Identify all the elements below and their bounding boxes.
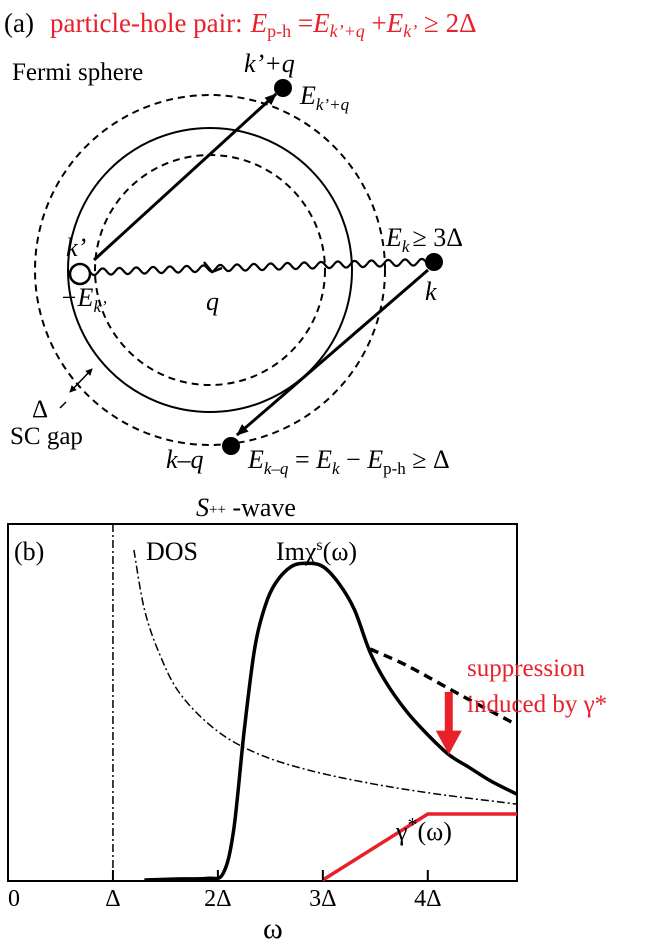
x-tick-label: 3Δ bbox=[309, 886, 336, 912]
E-kmq-equation: Ek–q = Ek − Ep-h ≥ Δ bbox=[247, 445, 450, 478]
suppression-line2: induced by γ* bbox=[467, 691, 607, 718]
sc-gap-double-arrow bbox=[69, 368, 93, 393]
dos-label: DOS bbox=[146, 537, 198, 566]
imchi-curve bbox=[144, 561, 518, 882]
panel-a: (a) particle-hole pair:Ep-h =Ek’+q +Ek’ … bbox=[4, 8, 476, 478]
arrow-kprime-to-kq bbox=[92, 92, 278, 262]
kq-label: k’+q bbox=[244, 49, 295, 78]
x-axis-label: ω bbox=[263, 912, 283, 945]
q-arrowhead bbox=[203, 261, 223, 274]
gamma-star-curve bbox=[321, 812, 517, 882]
outer-dashed-circle bbox=[34, 94, 386, 446]
particle-kmq-dot bbox=[222, 437, 240, 455]
x-ticks: 0 Δ 2Δ 3Δ 4Δ bbox=[8, 870, 442, 912]
imchi-dashed-curve bbox=[369, 647, 518, 727]
panel-b-label: (b) bbox=[14, 537, 44, 566]
x-tick-label: 4Δ bbox=[414, 886, 441, 912]
k-minus-q-label: k–q bbox=[166, 445, 204, 474]
gamma-label: γ*(ω) bbox=[395, 814, 452, 846]
suppression-line1: suppression bbox=[467, 655, 586, 682]
sc-gap-label: SC gap bbox=[10, 423, 83, 450]
particle-hole-header: particle-hole pair:Ep-h =Ek’+q +Ek’ ≥ 2Δ bbox=[50, 8, 476, 41]
k-label: k bbox=[425, 277, 437, 306]
particle-k-dot bbox=[425, 253, 443, 271]
kprime-label: k’ bbox=[66, 233, 86, 262]
s-wave-title: S++ -wave bbox=[196, 493, 296, 522]
suppression-arrow bbox=[435, 691, 462, 755]
dos-curve bbox=[133, 549, 518, 805]
q-label: q bbox=[206, 287, 219, 316]
panel-b: S++ -wave (b) DOS Imχs(ω) suppression in… bbox=[7, 493, 607, 945]
hole-kprime-dot bbox=[68, 262, 92, 286]
x-tick-label: 2Δ bbox=[204, 886, 231, 912]
plot-layer bbox=[112, 524, 518, 882]
x-tick-label: Δ bbox=[105, 886, 120, 912]
E-k-label: Ek≥ 3Δ bbox=[385, 223, 463, 256]
x-tick-label: 0 bbox=[8, 886, 20, 912]
wavy-q-line bbox=[89, 257, 427, 277]
arrow-k-to-kmq bbox=[236, 268, 429, 437]
imchi-label: Imχs(ω) bbox=[276, 537, 357, 566]
minus-E-kprime-label: −Ek’ bbox=[60, 283, 107, 316]
fermi-sphere-label: Fermi sphere bbox=[12, 59, 143, 86]
plot-frame bbox=[7, 523, 518, 882]
E-kq-label: Ek’+q bbox=[299, 81, 350, 114]
sc-gap-leader bbox=[59, 401, 67, 409]
particle-kq-dot bbox=[274, 79, 292, 97]
fermi-sphere-circle bbox=[67, 127, 353, 413]
delta-gap-label: Δ bbox=[32, 396, 48, 423]
panel-a-label: (a) bbox=[4, 8, 34, 38]
